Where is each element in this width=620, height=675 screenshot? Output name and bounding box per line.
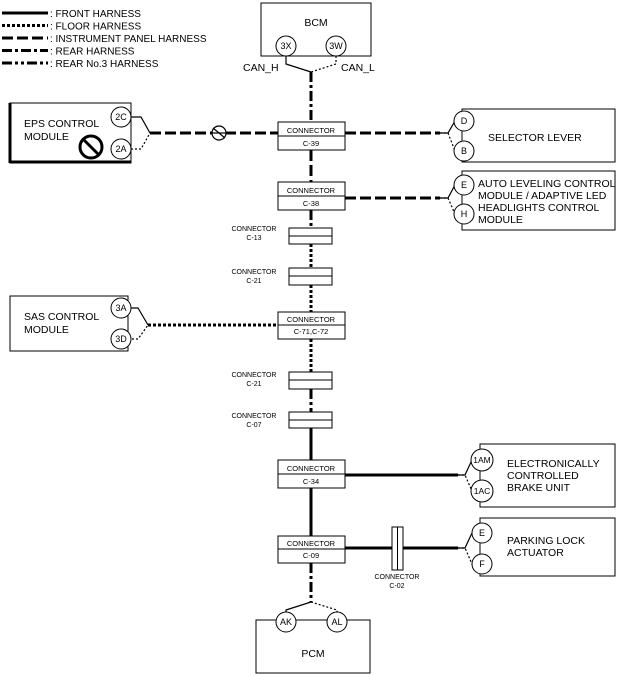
svg-text:C-38: C-38 (303, 199, 319, 208)
svg-text:HEADLIGHTS CONTROL: HEADLIGHTS CONTROL (478, 202, 600, 214)
svg-text:1AM: 1AM (473, 455, 490, 465)
svg-text:CONNECTOR: CONNECTOR (287, 464, 336, 473)
svg-text:C-34: C-34 (303, 477, 319, 486)
pcm-pin-al (326, 611, 348, 633)
svg-text:C-07: C-07 (246, 422, 261, 429)
svg-text:ELECTRONICALLY: ELECTRONICALLY (507, 458, 600, 470)
svg-text:CONNECTOR: CONNECTOR (232, 226, 277, 233)
ecbu-pin-1ac (470, 479, 494, 503)
svg-text:C-09: C-09 (303, 551, 319, 560)
connector-c39: CONNECTOR C-39 (277, 121, 346, 151)
legend-rear-no3: : REAR No.3 HARNESS (50, 59, 159, 70)
svg-text:2A: 2A (115, 144, 126, 154)
selector-lever-module: SELECTOR LEVER D B (440, 108, 616, 163)
svg-text:CONNECTOR: CONNECTOR (232, 413, 277, 420)
connector-c13: CONNECTOR C-13 (232, 226, 333, 245)
eps-label-line1: EPS CONTROL (24, 118, 99, 130)
sas-pin-3d (110, 328, 132, 350)
svg-text:H: H (461, 209, 468, 219)
svg-text:CONNECTOR: CONNECTOR (287, 186, 336, 195)
parking-lock-pin-f (471, 553, 493, 575)
pcm-label: PCM (301, 648, 324, 660)
ecbu-module: ELECTRONICALLY CONTROLLED BRAKE UNIT 1AM… (458, 443, 616, 508)
connector-c21-upper: CONNECTOR C-21 (232, 267, 333, 286)
connector-c38: CONNECTOR C-38 (277, 181, 346, 211)
svg-text:2C: 2C (115, 112, 127, 122)
selector-label: SELECTOR LEVER (488, 132, 582, 144)
pcm-module: PCM AK AL (255, 601, 371, 674)
can-l-label: CAN_L (341, 62, 375, 74)
bcm-label: BCM (304, 17, 327, 29)
svg-text:C-13: C-13 (246, 235, 261, 242)
bcm-module: BCM 3X 3W CAN_H CAN_L (243, 2, 375, 74)
svg-text:MODULE: MODULE (478, 214, 523, 226)
eps-label-line2: MODULE (24, 131, 69, 143)
svg-text:C-02: C-02 (389, 583, 404, 590)
legend: : FRONT HARNESS : FLOOR HARNESS : INSTRU… (2, 9, 207, 70)
svg-text:MODULE / ADAPTIVE LED: MODULE / ADAPTIVE LED (478, 190, 607, 202)
bcm-pin-3x (275, 35, 297, 57)
svg-text:BRAKE UNIT: BRAKE UNIT (507, 482, 571, 494)
eps-control-module: EPS CONTROL MODULE 2C 2A (8, 102, 151, 164)
can-h-label: CAN_H (243, 62, 279, 74)
svg-text:CONNECTOR: CONNECTOR (287, 315, 336, 324)
auto-leveling-pin-e (453, 174, 475, 196)
bcm-pin-3w (325, 35, 347, 57)
parking-lock-actuator: PARKING LOCK ACTUATOR E F (458, 517, 616, 577)
svg-text:AL: AL (331, 617, 342, 627)
no-entry-icon (78, 134, 104, 160)
parking-lock-pin-e (471, 522, 493, 544)
selector-pin-d (453, 110, 475, 132)
svg-text:C-39: C-39 (303, 139, 319, 148)
svg-text:AK: AK (280, 617, 292, 627)
svg-text:D: D (461, 116, 468, 126)
svg-text:CONTROLLED: CONTROLLED (507, 470, 579, 482)
svg-text:1AC: 1AC (474, 486, 491, 496)
svg-text:SAS CONTROL: SAS CONTROL (24, 311, 99, 323)
connector-c71-c72: CONNECTOR C-71,C-72 (277, 311, 346, 340)
svg-text:CONNECTOR: CONNECTOR (287, 126, 336, 135)
svg-text:E: E (461, 180, 467, 190)
svg-text:3X: 3X (280, 41, 291, 51)
pcm-pin-ak (275, 611, 297, 633)
svg-text:B: B (461, 146, 467, 156)
svg-text:AUTO LEVELING CONTROL: AUTO LEVELING CONTROL (478, 178, 616, 190)
svg-text:3W: 3W (329, 41, 343, 51)
sas-control-module: SAS CONTROL MODULE 3A 3D (9, 295, 149, 352)
svg-text:CONNECTOR: CONNECTOR (375, 574, 420, 581)
svg-text:C-21: C-21 (246, 278, 261, 285)
ecbu-pin-1am (470, 448, 494, 472)
legend-floor: : FLOOR HARNESS (50, 22, 141, 33)
svg-text:E: E (479, 528, 485, 538)
eps-pin-2c (110, 106, 132, 128)
legend-front: : FRONT HARNESS (50, 9, 141, 20)
svg-text:PARKING LOCK: PARKING LOCK (507, 535, 585, 547)
connector-c09: CONNECTOR C-09 (277, 535, 346, 564)
svg-text:3D: 3D (115, 334, 127, 344)
svg-text:ACTUATOR: ACTUATOR (507, 547, 564, 559)
legend-rear: : REAR HARNESS (50, 47, 135, 58)
svg-text:MODULE: MODULE (24, 324, 69, 336)
legend-instrument-panel: : INSTRUMENT PANEL HARNESS (50, 34, 207, 45)
eps-pin-2a (110, 138, 132, 160)
svg-text:3A: 3A (115, 303, 126, 313)
svg-text:CONNECTOR: CONNECTOR (232, 269, 277, 276)
connector-c02: CONNECTOR C-02 (375, 526, 420, 590)
svg-text:CONNECTOR: CONNECTOR (232, 372, 277, 379)
svg-text:C-21: C-21 (246, 381, 261, 388)
connector-c21-lower: CONNECTOR C-21 (232, 371, 333, 390)
prohibited-splice-icon (211, 125, 227, 141)
connector-c07: CONNECTOR C-07 (232, 411, 333, 429)
auto-leveling-pin-h (453, 203, 475, 225)
selector-pin-b (453, 140, 475, 162)
connector-c34: CONNECTOR C-34 (277, 459, 346, 489)
svg-text:C-71,C-72: C-71,C-72 (294, 327, 329, 336)
sas-pin-3a (110, 297, 132, 319)
auto-leveling-module: AUTO LEVELING CONTROL MODULE / ADAPTIVE … (440, 170, 616, 231)
svg-text:CONNECTOR: CONNECTOR (287, 539, 336, 548)
svg-text:F: F (479, 559, 485, 569)
